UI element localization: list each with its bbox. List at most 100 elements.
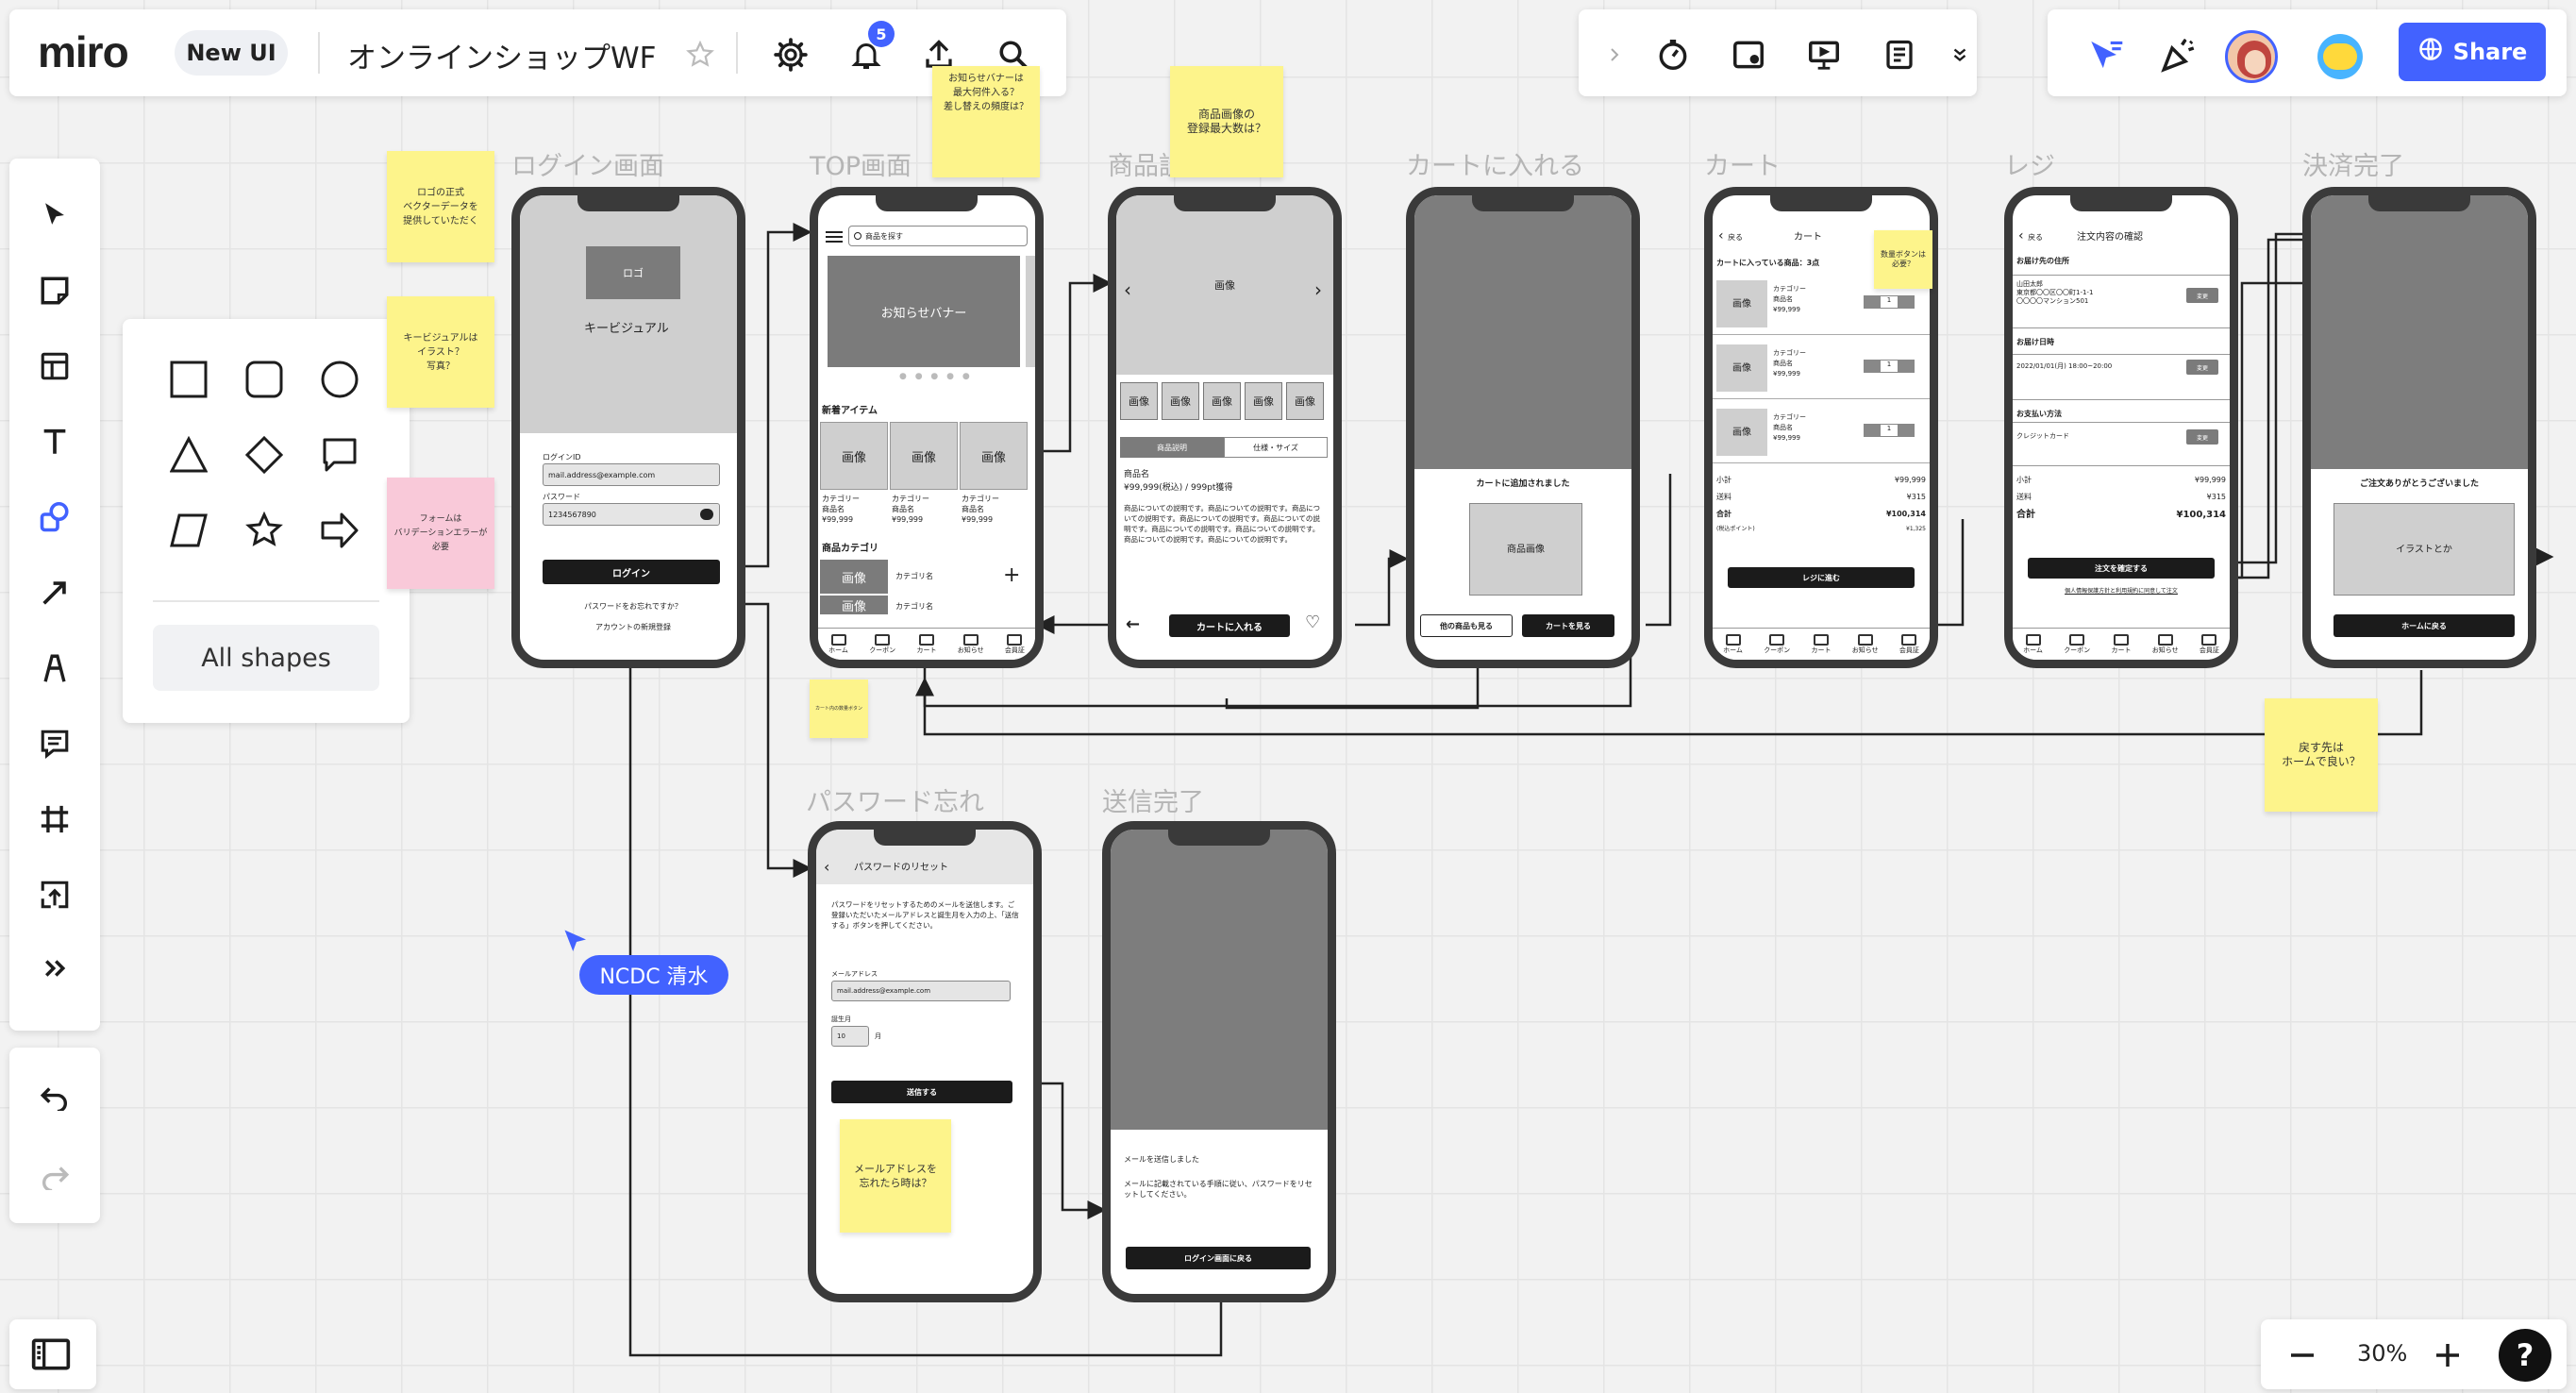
frame-title-sent[interactable]: 送信完了	[1102, 788, 1204, 817]
presentation-icon[interactable]	[1805, 36, 1843, 74]
checkout-button[interactable]: レジに進む	[1728, 567, 1915, 588]
help-button[interactable]: ?	[2499, 1329, 2551, 1382]
back-link[interactable]: ‹ 戻る	[2018, 229, 2043, 243]
board-panel-toggle[interactable]	[9, 1319, 96, 1389]
hamburger-menu-icon[interactable]	[826, 231, 843, 243]
sticky-note[interactable]: ロゴの正式 ベクターデータを 提供していただく	[387, 151, 494, 262]
share-button[interactable]: Share	[2399, 23, 2546, 81]
view-cart-button[interactable]: カートを見る	[1522, 614, 1614, 637]
cart-item[interactable]: 画像 カテゴリー商品名¥99,999 1	[1713, 273, 1930, 335]
frame-title-addcart[interactable]: カートに入れる	[1406, 152, 1584, 181]
password-field[interactable]: 1234567890	[543, 503, 720, 526]
avatar[interactable]	[2225, 30, 2278, 83]
product-image[interactable]: 画像	[820, 422, 888, 490]
miro-logo[interactable]: miro	[38, 27, 129, 76]
frame-icon[interactable]	[36, 800, 74, 838]
sticky-note-icon[interactable]	[36, 272, 74, 310]
frame-title-login[interactable]: ログイン画面	[511, 152, 664, 181]
cursor-follow-icon[interactable]	[2085, 36, 2127, 74]
frame-title-pwreset[interactable]: パスワード忘れ	[806, 788, 984, 817]
continue-shopping-button[interactable]: 他の商品も見る	[1420, 614, 1513, 637]
product-detail-screen[interactable]: 画像 ‹ › 画像 画像 画像 画像 画像 商品説明 仕様・サイズ 商品名 ¥9…	[1108, 187, 1342, 668]
login-button[interactable]: ログイン	[543, 560, 720, 584]
thumbnail-image[interactable]: 画像	[1245, 382, 1282, 420]
pen-icon[interactable]	[36, 649, 74, 687]
triangle-shape-icon[interactable]	[168, 434, 209, 476]
sticky-note[interactable]: お知らせバナーは 最大何件入る？ 差し替えの頻度は？	[932, 66, 1040, 177]
rounded-rectangle-shape-icon[interactable]	[243, 359, 285, 400]
tab-membership[interactable]: 会員証	[1005, 633, 1025, 655]
thumbnail-image[interactable]: 画像	[1203, 382, 1241, 420]
confirm-order-button[interactable]: 注文を確定する	[2028, 558, 2215, 579]
checkout-screen[interactable]: ‹ 戻る 注文内容の確認 お届け先の住所 山田太郎 東京都〇〇区〇〇町1-1-1…	[2004, 187, 2238, 668]
zoom-level[interactable]: 30%	[2357, 1340, 2408, 1367]
change-button[interactable]: 変更	[2186, 288, 2218, 303]
parallelogram-shape-icon[interactable]	[168, 510, 209, 551]
quantity-stepper[interactable]: 1	[1864, 360, 1915, 373]
order-complete-screen[interactable]: ご注文ありがとうございました イラストとか ホームに戻る	[2302, 187, 2536, 668]
login-id-field[interactable]: mail.address@example.com	[543, 463, 720, 486]
tab-coupon[interactable]: クーポン	[1764, 633, 1790, 655]
arrow-shape-icon[interactable]	[319, 510, 360, 551]
template-icon[interactable]	[36, 347, 74, 385]
undo-icon[interactable]	[36, 1078, 74, 1116]
card-icon[interactable]	[1730, 36, 1767, 74]
more-tools-icon[interactable]	[36, 949, 74, 987]
tab-news[interactable]: お知らせ	[2152, 633, 2179, 655]
tab-spec[interactable]: 仕様・サイズ	[1224, 437, 1328, 458]
sticky-note[interactable]: 戻す先は ホームで良い？	[2265, 698, 2378, 812]
search-input[interactable]: 商品を探す	[848, 226, 1028, 246]
celebrate-icon[interactable]	[2158, 34, 2200, 76]
frame-title-checkout[interactable]: レジ	[2004, 152, 2055, 181]
shapes-icon[interactable]	[36, 498, 74, 536]
mail-sent-screen[interactable]: メールを送信しました メールに記載されている手順に従い、パスワードをリセットして…	[1102, 821, 1336, 1302]
bell-icon[interactable]	[847, 36, 885, 74]
sticky-note[interactable]: カート内の数量ボタン	[810, 680, 868, 738]
sidebar-toggle-icon[interactable]	[28, 1334, 74, 1374]
new-ui-badge[interactable]: New UI	[175, 30, 288, 76]
thumbnail-image[interactable]: 画像	[1120, 382, 1158, 420]
star-icon[interactable]	[685, 40, 715, 70]
cart-item[interactable]: 画像 カテゴリー商品名¥99,999 1	[1713, 337, 1930, 399]
back-arrow-icon[interactable]: ←	[1126, 614, 1141, 634]
thumbnail-image[interactable]: 画像	[1162, 382, 1199, 420]
register-link[interactable]: アカウントの新規登録	[595, 623, 671, 631]
diamond-shape-icon[interactable]	[243, 434, 285, 476]
tab-news[interactable]: お知らせ	[1852, 633, 1879, 655]
cart-item[interactable]: 画像 カテゴリー商品名¥99,999 1	[1713, 401, 1930, 463]
product-image[interactable]: 画像	[960, 422, 1028, 490]
terms-link[interactable]: 個人情報保護方針と利用規約に同意して注文	[2065, 588, 2178, 595]
avatar[interactable]	[2314, 30, 2367, 83]
tab-cart[interactable]: カート	[916, 633, 936, 655]
frame-title-done[interactable]: 決済完了	[2302, 152, 2404, 181]
connection-line-icon[interactable]	[36, 574, 74, 612]
top-screen[interactable]: 商品を探す お知らせバナー ● ● ● ● ● 新着アイテム 画像 画像 画像 …	[810, 187, 1044, 668]
thumbnail-image[interactable]: 画像	[1286, 382, 1324, 420]
chevron-right-icon[interactable]	[1603, 43, 1626, 66]
tab-news[interactable]: お知らせ	[958, 633, 984, 655]
zoom-in-icon[interactable]	[2429, 1336, 2467, 1374]
send-button[interactable]: 送信する	[831, 1081, 1012, 1103]
gear-icon[interactable]	[772, 36, 810, 74]
sticky-note[interactable]: キービジュアルは イラスト？ 写真？	[387, 296, 494, 408]
star-shape-icon[interactable]	[243, 510, 285, 551]
sticky-note[interactable]: フォームは バリデーションエラーが 必要	[387, 478, 494, 589]
add-to-cart-button[interactable]: カートに入れる	[1169, 614, 1290, 637]
tab-home[interactable]: ホーム	[828, 633, 848, 655]
category-name[interactable]: カテゴリ名	[895, 602, 933, 611]
double-chevron-down-icon[interactable]	[1947, 42, 1973, 68]
back-home-button[interactable]: ホームに戻る	[2333, 614, 2515, 637]
sticky-note[interactable]: 商品画像の 登録最大数は？	[1170, 66, 1283, 177]
tab-membership[interactable]: 会員証	[2200, 633, 2219, 655]
board-title[interactable]: オンラインショップWF	[347, 42, 657, 76]
sticky-note[interactable]: メールアドレスを 忘れたら時は？	[840, 1119, 951, 1233]
rectangle-shape-icon[interactable]	[168, 359, 209, 400]
frame-title-cart[interactable]: カート	[1704, 152, 1781, 181]
tab-home[interactable]: ホーム	[1723, 633, 1743, 655]
change-button[interactable]: 変更	[2186, 360, 2218, 375]
add-to-cart-screen[interactable]: カートに追加されました 商品画像 他の商品も見る カートを見る	[1406, 187, 1640, 668]
product-main-image[interactable]: 画像	[1116, 195, 1333, 375]
zoom-out-icon[interactable]	[2283, 1336, 2321, 1374]
login-screen[interactable]: ロゴ キービジュアル ログインID mail.address@example.c…	[511, 187, 745, 668]
notice-banner[interactable]: お知らせバナー	[828, 256, 1020, 367]
